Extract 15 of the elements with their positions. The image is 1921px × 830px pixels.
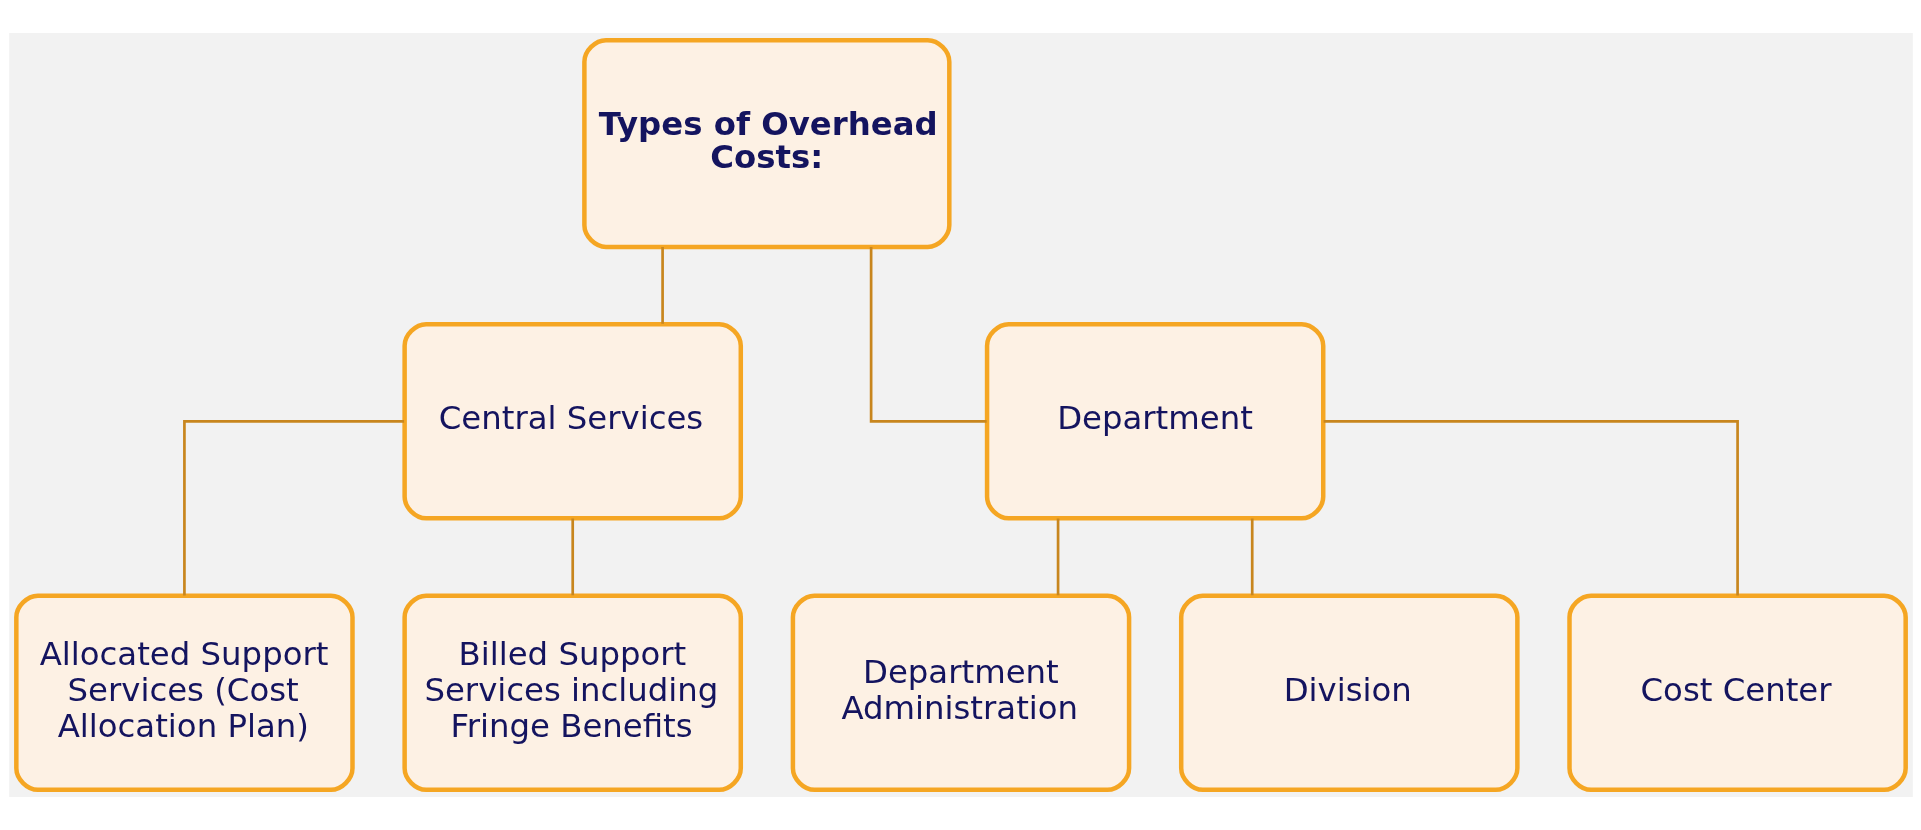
node-box: Billed Support Services including Fringe Benefits [401, 593, 743, 793]
connector [660, 246, 664, 324]
connector [1056, 518, 1059, 596]
node-box: Cost Center [1566, 593, 1908, 793]
node-box: Allocated Support Services (Cost Allocation Plan) [13, 593, 355, 793]
connector [1250, 518, 1254, 596]
node-box: Department Administration [790, 593, 1131, 793]
connector [869, 246, 987, 423]
node-box: Department [984, 321, 1325, 521]
connector [570, 518, 574, 596]
connector [1323, 419, 1739, 596]
node-box: Types of Overhead Costs: [581, 37, 952, 250]
node-box: Division [1178, 593, 1520, 793]
node-box: Central Services [401, 321, 743, 521]
connector [182, 419, 404, 596]
